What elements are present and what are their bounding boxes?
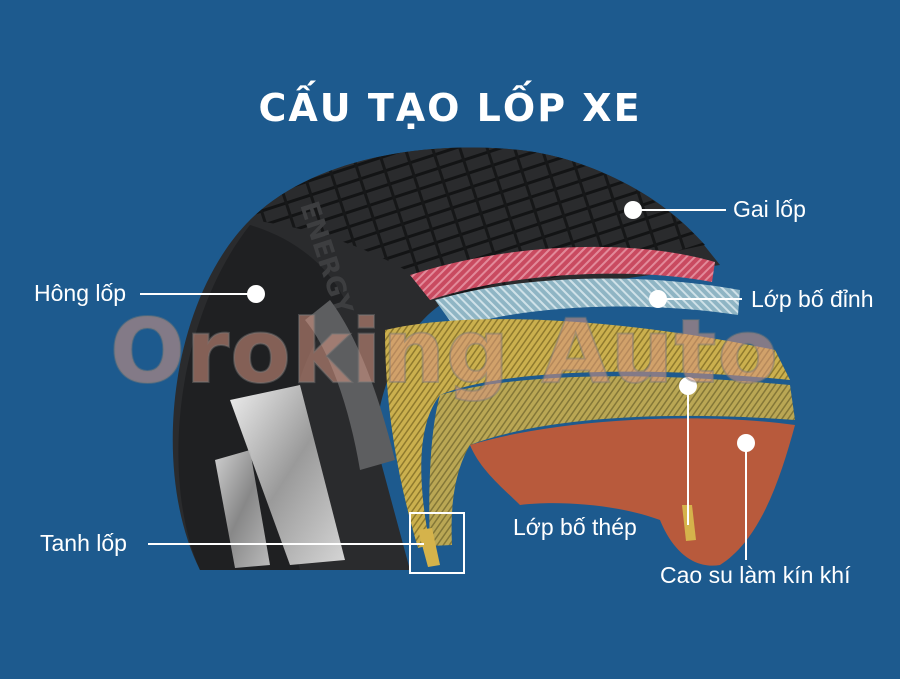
rim-spoke	[230, 385, 345, 565]
blue-belt-layer	[435, 278, 740, 328]
dot-tread	[624, 201, 642, 219]
label-sidewall: Hông lốp	[34, 280, 127, 306]
dot-inner-liner	[737, 434, 755, 452]
yellow-ply-layers	[385, 319, 790, 548]
label-inner-liner: Cao su làm kín khí	[660, 562, 851, 588]
dot-sidewall	[247, 285, 265, 303]
rim-spoke-2	[215, 450, 270, 568]
yellow-ply-outer	[429, 376, 795, 546]
rim-inner	[305, 300, 395, 470]
label-belt-ply: Lớp bố đỉnh	[751, 286, 874, 312]
label-steel-ply: Lớp bố thép	[513, 514, 637, 540]
red-hatched-layer	[410, 246, 715, 300]
label-tread: Gai lốp	[733, 196, 806, 222]
label-bead: Tanh lốp	[40, 530, 127, 556]
dot-belt-ply	[649, 290, 667, 308]
bead-tip	[418, 528, 440, 567]
diagram-title: CẤU TẠO LỐP XE	[258, 86, 642, 130]
inner-liner-layer	[470, 418, 795, 566]
watermark-text: Oroking Auto	[109, 299, 779, 404]
dot-steel-ply	[679, 377, 697, 395]
